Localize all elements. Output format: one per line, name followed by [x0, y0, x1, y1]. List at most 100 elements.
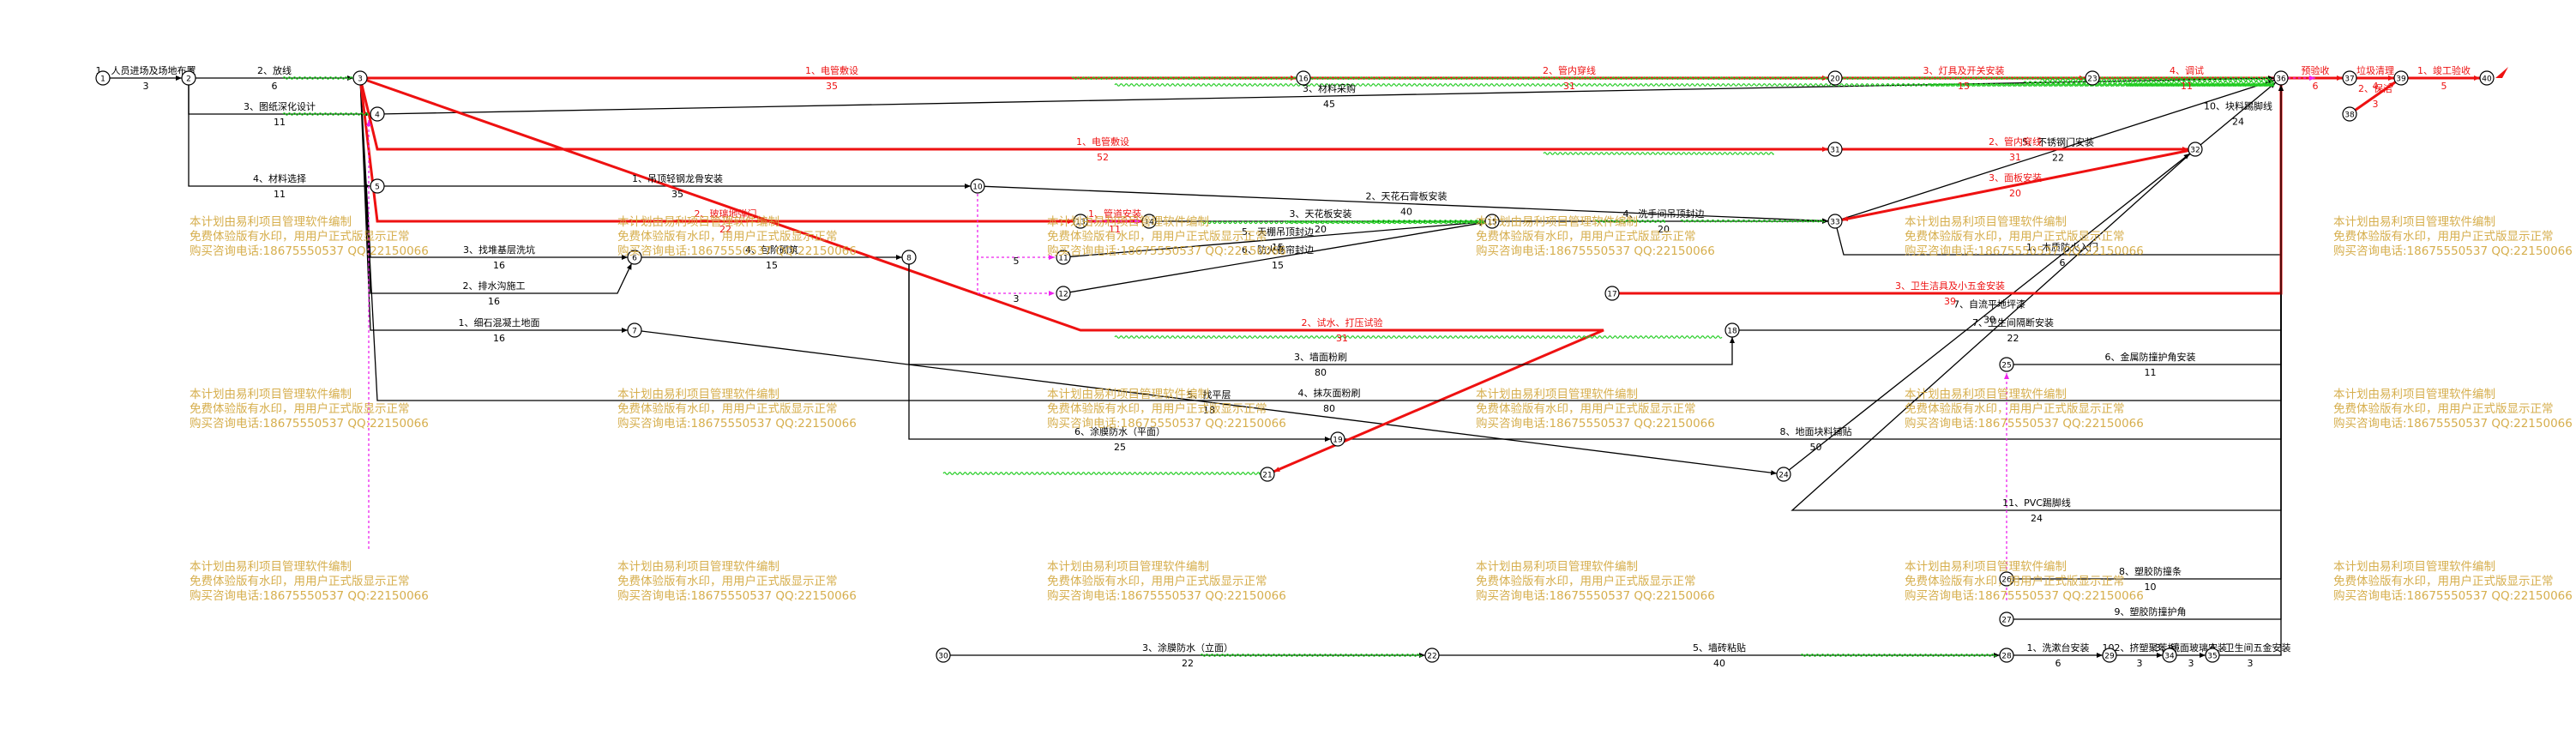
activity-name: 垃圾清理: [2356, 64, 2394, 76]
activity-arrow: [2219, 85, 2284, 656]
watermark: 本计划由易利项目管理软件编制免费体验版有水印，用用户正式版显示正常购买咨询电话:…: [1905, 388, 2144, 431]
free-float-wave: [282, 76, 354, 80]
free-float-wave: [1114, 335, 1723, 339]
dummy-activity-arrow: [977, 257, 1055, 296]
event-node: 39: [2393, 70, 2409, 86]
node-number: 20: [1830, 75, 1840, 84]
node-number: 17: [1607, 291, 1616, 299]
activity-duration: 11: [274, 117, 286, 128]
dummy-duration: 3: [1014, 293, 1020, 304]
event-node: 26: [1999, 571, 2014, 587]
activity-name: 预验收: [2302, 64, 2330, 76]
node-number: 23: [2087, 75, 2097, 84]
node-number: 25: [2001, 362, 2011, 371]
free-float-wave: [282, 112, 370, 116]
critical-activity-arrow: [359, 84, 1074, 224]
node-number: 12: [1058, 291, 1068, 299]
node-number: 5: [375, 184, 380, 192]
activity-duration: 16: [493, 333, 505, 344]
activity-duration: 16: [493, 260, 505, 271]
node-number: 33: [1830, 219, 1839, 227]
activity-name: 3、材料采购: [1303, 82, 1356, 94]
event-node: 38: [2342, 106, 2357, 122]
activity-name: 2、保洁: [2358, 82, 2392, 94]
watermark: 本计划由易利项目管理软件编制免费体验版有水印，用用户正式版显示正常购买咨询电话:…: [2333, 560, 2573, 603]
activity-duration: 11: [2181, 81, 2193, 92]
node-number: 30: [938, 653, 948, 661]
activity-duration: 40: [1713, 658, 1725, 669]
activity-name: 6、防火卷帘封边: [1242, 244, 1314, 256]
watermark: 本计划由易利项目管理软件编制免费体验版有水印，用用户正式版显示正常购买咨询电话:…: [2333, 215, 2573, 258]
watermark: 本计划由易利项目管理软件编制免费体验版有水印，用用户正式版显示正常购买咨询电话:…: [617, 215, 857, 258]
event-node: 24: [1776, 467, 1791, 482]
node-number: 16: [1298, 75, 1309, 84]
activity-arrow: [908, 264, 1735, 365]
node-number: 4: [375, 111, 380, 120]
node-number: 8: [906, 255, 912, 263]
watermark: 本计划由易利项目管理软件编制免费体验版有水印，用用户正式版显示正常购买咨询电话:…: [1905, 560, 2144, 603]
watermark: 本计划由易利项目管理软件编制免费体验版有水印，用用户正式版显示正常购买咨询电话:…: [190, 560, 429, 603]
activity-duration: 20: [2009, 188, 2021, 199]
watermark: 本计划由易利项目管理软件编制免费体验版有水印，用用户正式版显示正常购买咨询电话:…: [1047, 388, 1286, 431]
node-number: 2: [186, 75, 191, 84]
event-node: 3: [352, 70, 368, 86]
activity-duration: 16: [488, 296, 500, 307]
activity-duration: 10: [2145, 581, 2157, 593]
event-node: 1: [95, 70, 111, 86]
event-node: 27: [1999, 611, 2014, 627]
event-node: 34: [2162, 648, 2177, 663]
event-node: 23: [2085, 70, 2100, 86]
activity-duration: 22: [2052, 153, 2064, 164]
activity-name: 5、天棚吊顶封边: [1242, 226, 1314, 238]
activity-duration: 20: [1315, 224, 1327, 235]
activity-name: 4、洗手间吊顶封边: [1623, 208, 1705, 220]
activity-duration: 20: [1658, 224, 1670, 235]
activity-name: 3、找堆基层洗坑: [463, 244, 535, 256]
node-number: 22: [1427, 653, 1436, 661]
activity-name: 6、涂膜防水（平面）: [1074, 425, 1165, 437]
activity-name: 2、放线: [257, 64, 292, 76]
activity-name: 1、电管敷设: [1076, 136, 1129, 148]
node-number: 26: [2001, 576, 2012, 585]
activity-duration: 11: [2145, 367, 2157, 378]
watermark: 本计划由易利项目管理软件编制免费体验版有水印，用用户正式版显示正常购买咨询电话:…: [190, 215, 429, 258]
finish-flag-icon: [2495, 67, 2508, 78]
event-node: 22: [1424, 648, 1440, 663]
node-number: 7: [632, 328, 637, 336]
activity-duration: 22: [2007, 333, 2019, 344]
critical-activity-arrow: [360, 84, 1828, 152]
activity-duration: 11: [1109, 224, 1121, 235]
activity-name: 4、卫生间五金安装: [2210, 642, 2291, 654]
watermark: 本计划由易利项目管理软件编制免费体验版有水印，用用户正式版显示正常购买咨询电话:…: [617, 560, 857, 603]
event-node: 12: [1056, 286, 1071, 301]
activity-name: 9、塑胶防撞护角: [2115, 605, 2187, 618]
free-float-wave: [1800, 654, 1997, 657]
activity-name: 5、找平层: [1188, 389, 1231, 401]
activity-duration: 15: [766, 260, 778, 271]
activity-name: 3、面板安装: [1989, 172, 2042, 184]
node-number: 28: [2001, 653, 2012, 661]
activity-duration: 15: [1958, 81, 1970, 92]
activity-duration: 40: [1400, 207, 1412, 218]
node-number: 38: [2344, 111, 2355, 120]
node-number: 35: [2207, 653, 2217, 661]
event-node: 16: [1296, 70, 1311, 86]
event-node: 21: [1260, 467, 1275, 482]
event-node: 19: [1330, 431, 1345, 447]
node-number: 6: [632, 255, 637, 263]
event-node: 14: [1141, 214, 1157, 229]
event-node: 17: [1604, 286, 1620, 301]
activity-duration: 15: [1272, 242, 1284, 253]
activity-duration: 35: [826, 81, 838, 92]
activity-name: 1、细石混凝土地面: [459, 316, 540, 328]
node-number: 36: [2276, 75, 2286, 84]
activity-arrow: [359, 84, 628, 333]
watermark: 本计划由易利项目管理软件编制免费体验版有水印，用用户正式版显示正常购买咨询电话:…: [1476, 215, 1715, 258]
watermark: 本计划由易利项目管理软件编制免费体验版有水印，用用户正式版显示正常购买咨询电话:…: [1476, 388, 1715, 431]
activity-name: 1、竣工验收: [2417, 64, 2471, 76]
node-number: 11: [1058, 255, 1068, 263]
node-number: 1: [100, 75, 105, 84]
free-float-wave: [1071, 76, 2272, 80]
